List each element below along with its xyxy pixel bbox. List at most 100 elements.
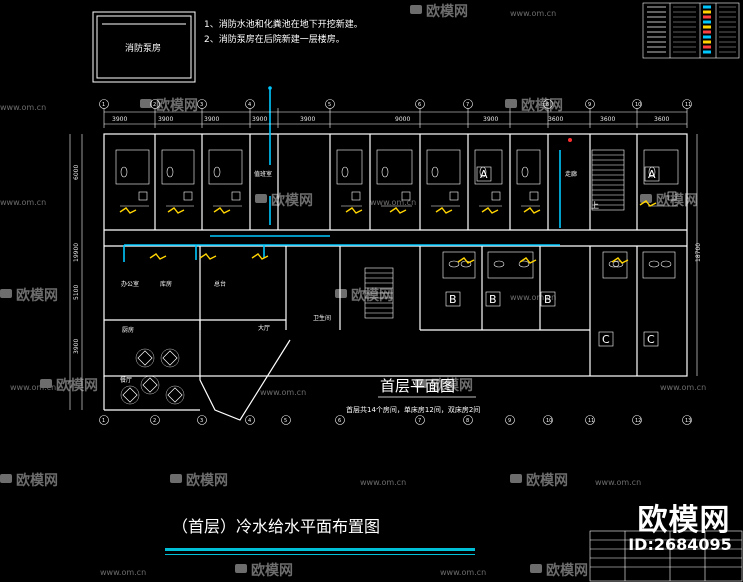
axis-number: 10 [635,102,641,108]
right-dimension: 18700 [695,243,702,262]
axis-bubble [463,415,473,425]
watermark-brand: 欧模网 [546,562,588,579]
toilet-fixture [341,166,349,178]
plan-title: 首层平面图 [380,377,455,395]
watermark-site: www.om.cn [370,198,416,207]
toilet-fixture [120,166,128,178]
room-letter-frame [485,291,501,307]
watermark-brand: 欧模网 [351,287,393,304]
room-letter: B [544,293,552,306]
pipe-fixture-link [481,207,499,214]
staircase-left-treads [365,272,393,314]
pipe-fixture-link [389,207,407,214]
axis-number: 11 [685,102,691,108]
axis-bubble [585,415,595,425]
staircase-right-treads [592,154,624,206]
watermark-brand: 欧模网 [156,97,198,114]
axis-number: 3 [200,102,203,108]
pipe-fixture-link [457,257,475,264]
axis-number: 11 [588,418,594,424]
watermark-site: www.om.cn [260,388,306,397]
basin-fixture [138,191,148,201]
axis-bubble [99,99,109,109]
legend-swatch [703,40,711,44]
bathroom-partition [516,149,541,185]
axis-bubble [632,99,642,109]
room-letter: B [489,293,497,306]
watermark-site: www.om.cn [595,478,641,487]
cold-water-pipes-cyan [123,88,561,262]
axis-number: 2 [153,102,156,108]
watermark-brand: 欧模网 [526,472,568,489]
pipe-fixture-link [435,207,453,214]
axis-bubble [463,99,473,109]
bathroom-partition [602,251,628,279]
bathroom-partition [426,149,461,185]
pipe-fixture-link [119,207,137,214]
watermark-logo-icon [40,379,52,388]
watermark-brand: 欧模网 [431,377,473,394]
top-dimension-value: 3900 [204,116,219,123]
pipe-fixture-link [345,207,363,214]
room-letter-frame [476,166,492,182]
axis-number: 2 [153,418,156,424]
watermark-site: www.om.cn [660,383,706,392]
drawing-title: （首层）冷水给水平面布置图 [172,517,380,536]
table-chairs [135,348,155,368]
basin-fixture [183,191,193,201]
bathroom-partition [442,251,476,279]
room-letter: C [602,333,610,346]
watermark-site: www.om.cn [510,9,556,18]
left-dimension-value: 5100 [73,285,80,300]
table-chairs [120,385,140,405]
room-letter: A [480,168,488,181]
axis-bubble [325,99,335,109]
room-letter: A [648,168,656,181]
axis-bubble [245,415,255,425]
watermark-brand: 欧模网 [16,472,58,489]
watermark-logo-icon [0,289,12,298]
axis-number: 1 [102,418,105,424]
axis-number: 3 [200,418,203,424]
label-toilet: 卫生间 [313,314,331,322]
axis-number: 4 [248,418,251,424]
axis-bubble [197,99,207,109]
axis-number: 5 [328,102,331,108]
label-restaurant: 餐厅 [120,376,132,384]
pipe-fixture-link [251,253,269,260]
axis-number: 6 [418,102,421,108]
legend-swatch [703,10,711,14]
note-line-2: 2、消防泵房在后院新建一层楼房。 [204,33,345,45]
brand-badge: 欧模网 ID:2684095 [625,506,743,554]
pipe-fixture-link [199,253,217,260]
room-letter-frame [643,331,659,347]
title-block [589,530,743,582]
axis-number: 1 [102,102,105,108]
top-dimension-value: 3600 [600,116,615,123]
left-dimension-value: 6000 [73,165,80,180]
bathroom-partition [161,149,195,185]
label-corridor: 走廊 [565,170,577,178]
axis-number: 9 [588,102,591,108]
toilet-fixture [660,260,672,268]
watermark-logo-icon [510,474,522,483]
toilet-fixture [381,166,389,178]
axis-bubble [415,99,425,109]
brand-badge-name: 欧模网 [637,503,731,538]
watermark-site: www.om.cn [360,478,406,487]
table-chairs [160,348,180,368]
legend-swatch [703,45,711,49]
watermark-logo-icon [170,474,182,483]
axis-number: 5 [284,418,287,424]
axis-number: 13 [685,418,691,424]
basin-fixture [491,191,501,201]
axis-number: 7 [418,418,421,424]
basin-fixture [231,191,241,201]
watermark-logo-icon [640,194,652,203]
legend-swatch [703,20,711,24]
watermark-brand: 欧模网 [16,287,58,304]
